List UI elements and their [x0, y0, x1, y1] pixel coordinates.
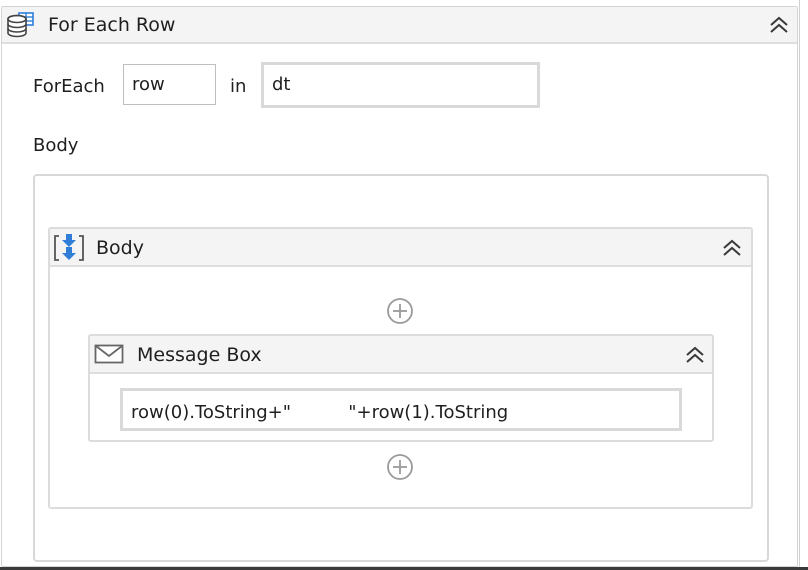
message-text-input[interactable]: row(0).ToString+" "+row(1).ToString — [120, 388, 682, 431]
plus-circle-icon[interactable] — [386, 453, 414, 481]
double-chevron-up-icon[interactable] — [721, 237, 743, 259]
message-text-value: row(0).ToString+" "+row(1).ToString — [131, 404, 509, 423]
sequence-arrows-icon — [52, 233, 86, 267]
double-chevron-up-icon[interactable] — [684, 344, 706, 366]
for-each-row-activity[interactable]: For Each Row ForEach row in dt Body — [1, 6, 798, 567]
canvas-edge — [799, 0, 800, 567]
foreach-label: ForEach — [33, 76, 105, 97]
plus-circle-icon[interactable] — [386, 297, 414, 325]
item-variable-value: row — [132, 73, 165, 95]
message-box-activity[interactable]: Message Box row(0).ToString+" "+row(1).T… — [88, 334, 714, 442]
collection-input[interactable]: dt — [261, 62, 540, 108]
body-sequence[interactable]: Body — [48, 227, 753, 509]
in-label: in — [230, 76, 247, 97]
message-box-header[interactable]: Message Box — [90, 336, 712, 374]
collection-value: dt — [272, 74, 291, 95]
window-bottom-edge — [0, 567, 808, 570]
item-variable-input[interactable]: row — [123, 64, 216, 105]
message-box-title: Message Box — [137, 344, 262, 366]
body-sequence-header[interactable]: Body — [50, 229, 751, 267]
activity-title: For Each Row — [48, 14, 176, 36]
body-container[interactable]: Body — [33, 174, 769, 562]
for-each-row-header[interactable]: For Each Row — [2, 7, 797, 44]
database-table-icon — [6, 12, 36, 42]
double-chevron-up-icon[interactable] — [768, 14, 790, 36]
sequence-title: Body — [96, 237, 144, 259]
body-label: Body — [33, 135, 79, 156]
envelope-icon — [94, 344, 124, 368]
